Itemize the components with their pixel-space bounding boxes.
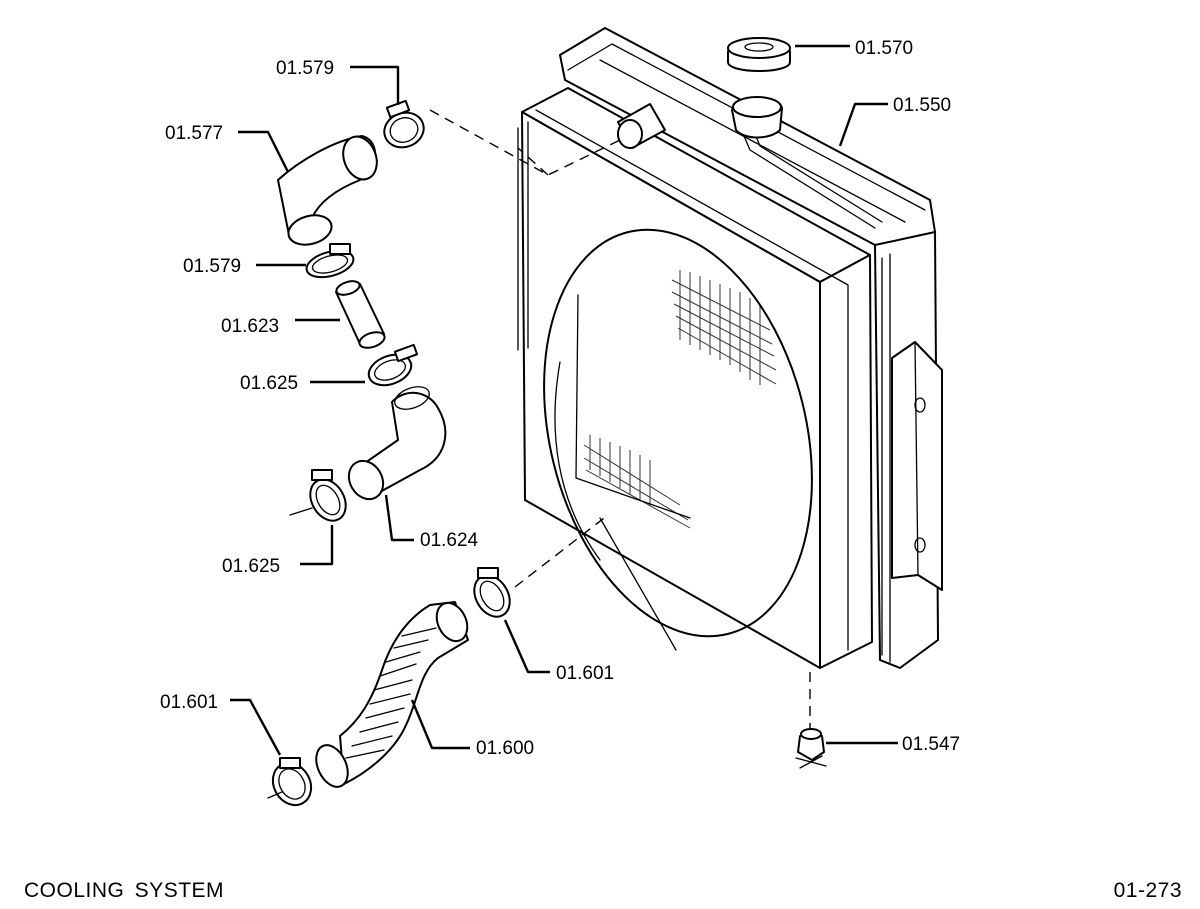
leader-lines bbox=[230, 44, 898, 756]
label-01-625-third: 01.625 bbox=[240, 373, 298, 394]
label-01-624: 01.624 bbox=[420, 530, 479, 551]
part-labels: 01.570 01.550 01.579 01.577 01.579 01.62… bbox=[160, 38, 960, 759]
label-01-601-right: 01.601 bbox=[556, 663, 614, 684]
hose-and-clamp-set bbox=[267, 99, 511, 807]
assembly-dashed-lines bbox=[429, 109, 811, 728]
radiator-assembly bbox=[517, 27, 943, 769]
label-01-601-left: 01.601 bbox=[160, 692, 218, 713]
page-title: COOLING SYSTEM bbox=[24, 879, 225, 902]
page-number: 01-273 bbox=[1113, 879, 1182, 902]
label-01-547: 01.547 bbox=[902, 734, 960, 755]
label-01-579-top: 01.579 bbox=[276, 58, 334, 79]
label-01-625-fourth: 01.625 bbox=[222, 556, 280, 577]
label-01-550: 01.550 bbox=[893, 95, 951, 116]
label-01-570: 01.570 bbox=[855, 38, 913, 59]
clamp-01-579-top bbox=[383, 99, 425, 149]
label-01-600: 01.600 bbox=[476, 738, 534, 759]
radiator-cap bbox=[727, 37, 791, 72]
label-01-577: 01.577 bbox=[165, 123, 223, 144]
label-01-623: 01.623 bbox=[221, 316, 279, 337]
label-01-579-second: 01.579 bbox=[183, 256, 241, 277]
